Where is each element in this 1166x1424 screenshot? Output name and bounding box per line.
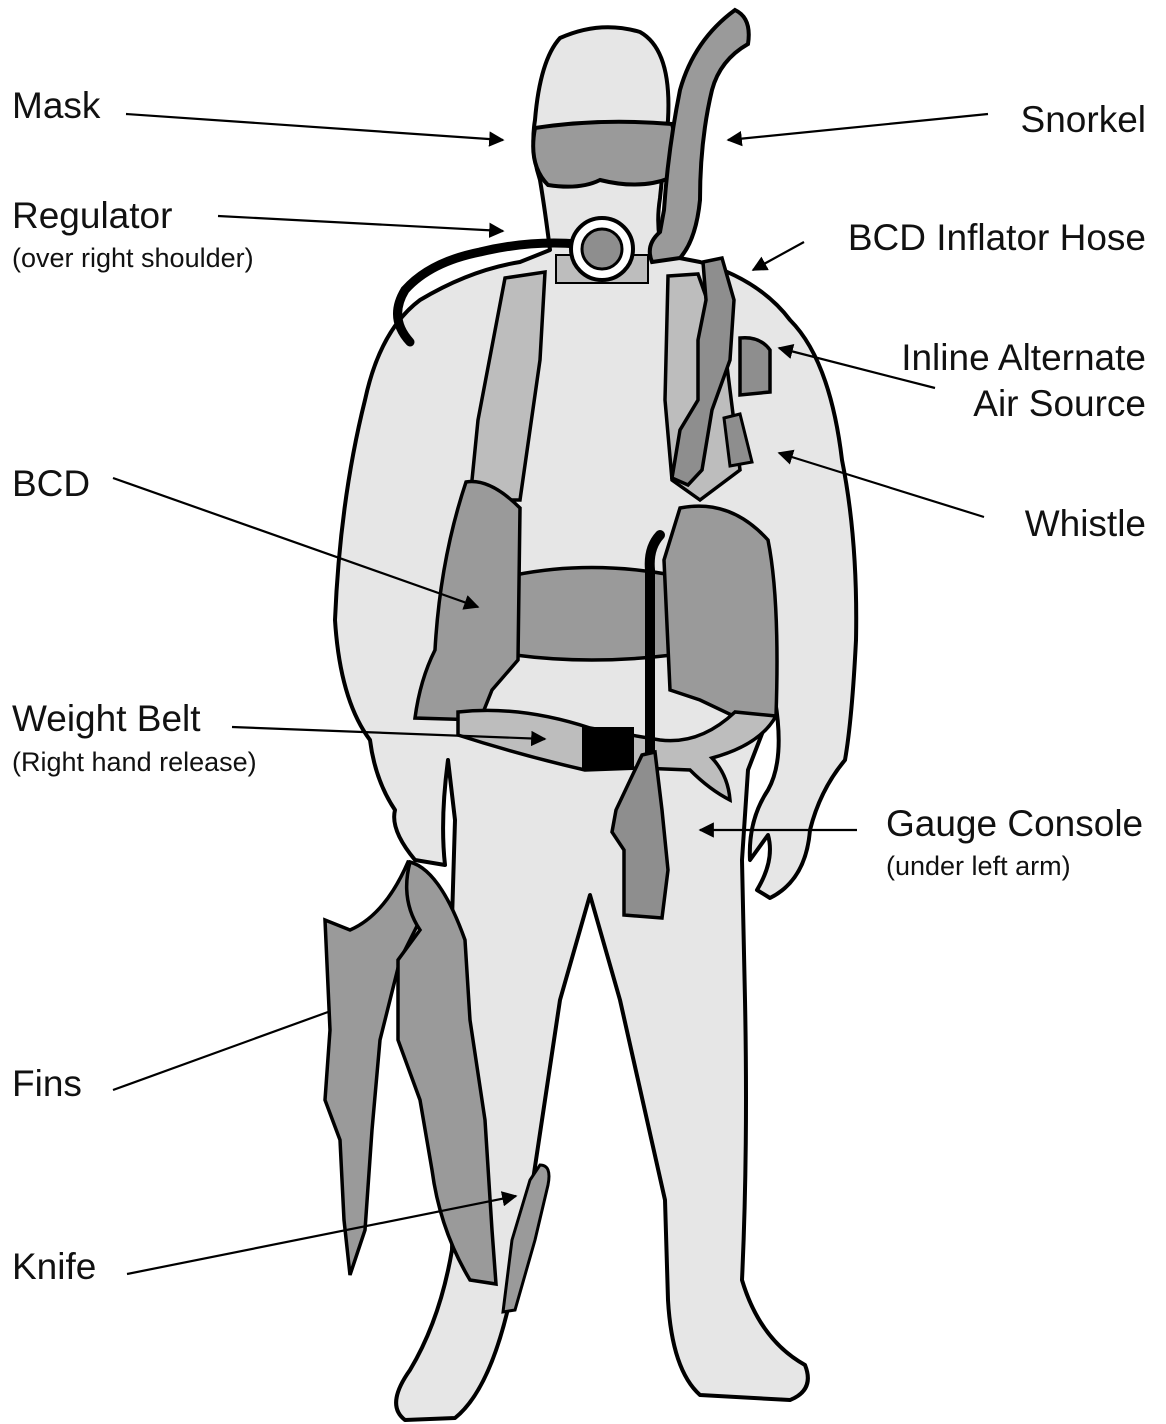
pointer-fins [113,1012,328,1090]
pointer-snorkel [728,114,988,140]
pointer-bcd-inflator-hose [753,242,804,270]
label-regulator: Regulator [12,194,172,238]
label-weight-belt: Weight Belt [12,697,201,741]
label-whistle: Whistle [1025,502,1146,546]
label-gauge-console: Gauge Console [886,802,1143,846]
weight-belt-buckle [582,727,634,769]
pointer-regulator [218,216,503,231]
label-snorkel: Snorkel [1021,98,1146,142]
label-fins: Fins [12,1062,82,1106]
inline-alternate-air-source [740,338,770,395]
label-weight-belt-note: (Right hand release) [12,746,257,778]
label-gauge-console-note: (under left arm) [886,850,1071,882]
pointer-mask [126,114,503,140]
label-inline-alternate-line2: Air Source [973,382,1146,426]
bcd-left-bladder [664,506,777,720]
label-inline-alternate-line1: Inline Alternate [901,336,1146,380]
diving-mask [533,122,675,187]
label-knife: Knife [12,1245,96,1289]
regulator-mouthpiece [582,229,622,269]
label-regulator-note: (over right shoulder) [12,242,254,274]
label-bcd-inflator-hose: BCD Inflator Hose [848,216,1146,260]
label-mask: Mask [12,84,100,128]
label-bcd: BCD [12,462,90,506]
